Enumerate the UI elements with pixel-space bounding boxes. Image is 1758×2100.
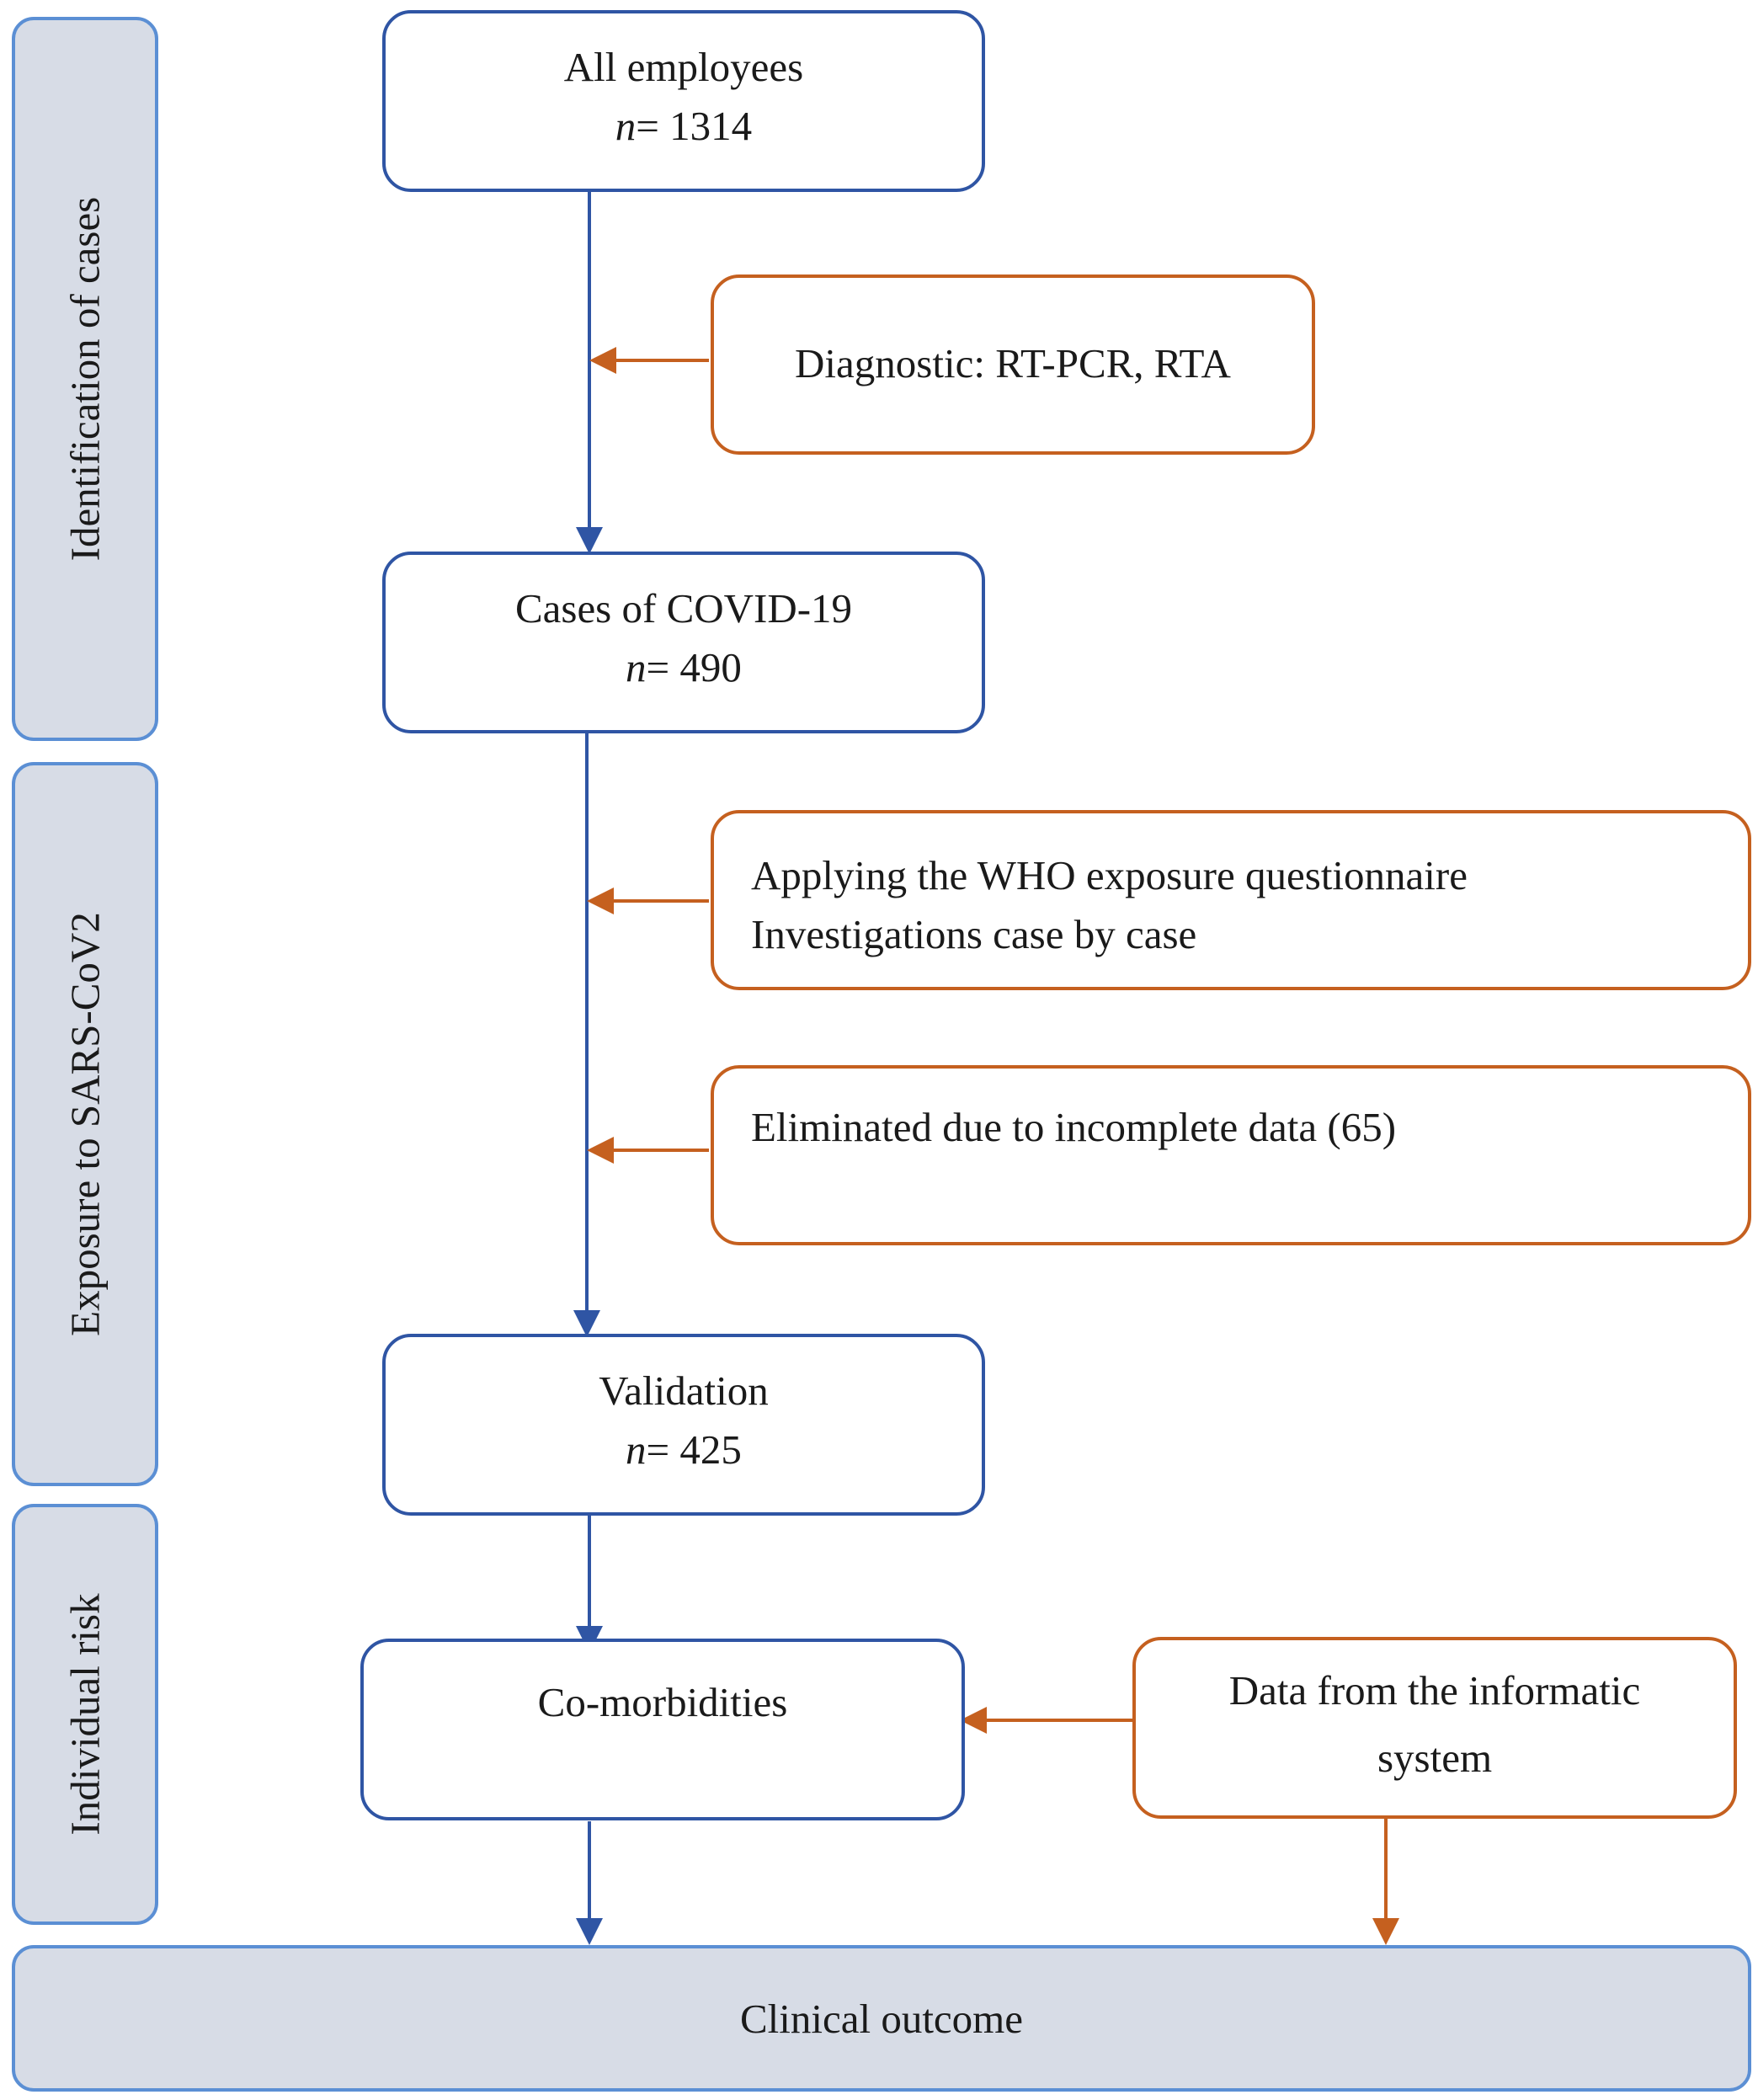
phase-clinical-outcome: Clinical outcome [12,1945,1751,2092]
step-cases-title: Cases of COVID-19 [514,585,853,632]
note-informatic: Data from the informatic system [1132,1637,1737,1819]
phase-individual-risk-label: Individual risk [61,1593,109,1836]
note-informatic-line2: system [1377,1735,1493,1781]
note-diagnostic: Diagnostic: RT-PCR, RTA [711,274,1315,455]
phase-individual-risk: Individual risk [12,1504,158,1925]
phase-clinical-outcome-label: Clinical outcome [739,1996,1024,2042]
note-questionnaire-line2: Investigations case by case [751,911,1197,957]
step-cases-count: n= 490 [626,644,742,690]
note-questionnaire: Applying the WHO exposure questionnaire … [711,810,1751,990]
step-all-employees-title: All employees [563,44,804,90]
note-informatic-line1: Data from the informatic [1228,1667,1641,1714]
note-questionnaire-line1: Applying the WHO exposure questionnaire [751,852,1468,898]
phase-exposure-label: Exposure to SARS-CoV2 [61,912,109,1336]
phase-exposure: Exposure to SARS-CoV2 [12,762,158,1486]
step-validation: Validation n= 425 [382,1334,985,1516]
note-diagnostic-text: Diagnostic: RT-PCR, RTA [795,340,1231,386]
step-validation-title: Validation [599,1367,769,1414]
note-eliminated-text: Eliminated due to incomplete data (65) [751,1104,1397,1150]
phase-identification: Identification of cases [12,17,158,741]
step-validation-count: n= 425 [626,1426,742,1473]
step-cases: Cases of COVID-19 n= 490 [382,552,985,733]
step-all-employees: All employees n= 1314 [382,10,985,192]
step-all-employees-count: n= 1314 [615,103,753,149]
step-comorbidities-title: Co-morbidities [537,1679,788,1725]
note-eliminated: Eliminated due to incomplete data (65) [711,1065,1751,1245]
phase-identification-label: Identification of cases [61,196,109,562]
step-comorbidities: Co-morbidities [360,1639,965,1820]
